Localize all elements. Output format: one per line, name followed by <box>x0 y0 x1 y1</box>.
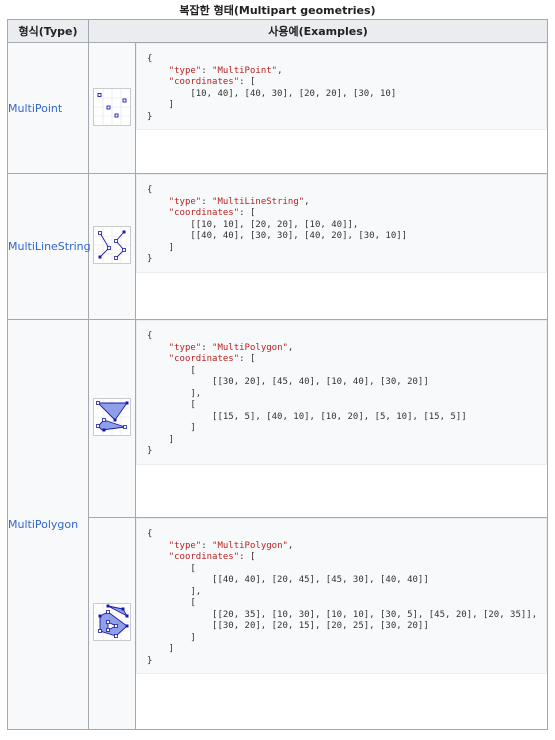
icon-cell <box>88 319 136 518</box>
multipolygon-icon[interactable] <box>93 398 131 436</box>
table-row: MultiPolygon <box>7 319 548 730</box>
code-block: { "type": "MultiPolygon", "coordinates":… <box>136 518 547 674</box>
type-link[interactable]: MultiLineString <box>8 240 91 253</box>
type-cell: MultiPoint <box>7 42 89 174</box>
code-block: { "type": "MultiPolygon", "coordinates":… <box>136 320 547 465</box>
type-link[interactable]: MultiPolygon <box>8 518 79 531</box>
table-row: { "type": "MultiPolygon", "coordinates":… <box>8 517 548 730</box>
code-cell: { "type": "MultiPolygon", "coordinates":… <box>135 319 548 518</box>
examples-column-header: 사용예(Examples) <box>88 19 548 43</box>
type-link[interactable]: MultiPoint <box>8 101 63 115</box>
icon-cell <box>88 517 136 730</box>
code-block: { "type": "MultiLineString", "coordinate… <box>136 174 547 273</box>
code-cell: { "type": "MultiLineString", "coordinate… <box>135 173 548 320</box>
multipolygon-with-hole-icon[interactable] <box>93 603 131 641</box>
table-caption: 복잡한 형태(Multipart geometries) <box>179 4 376 17</box>
type-cell: MultiPolygon <box>7 319 89 730</box>
table-row: MultiPoint <box>7 42 548 174</box>
type-cell: MultiLineString <box>7 173 91 320</box>
code-cell: { "type": "MultiPoint", "coordinates": [… <box>135 42 548 174</box>
code-block: { "type": "MultiPoint", "coordinates": [… <box>136 43 547 130</box>
table-row: MultiLineString <box>7 173 548 320</box>
geometry-table: 형식(Type) 사용예(Examples) MultiPoint <box>7 19 548 730</box>
code-cell: { "type": "MultiPolygon", "coordinates":… <box>135 517 548 730</box>
multipoint-icon[interactable] <box>93 87 131 126</box>
multilinestring-icon[interactable] <box>93 226 131 264</box>
icon-cell <box>88 173 136 320</box>
icon-cell <box>88 42 136 174</box>
type-column-header: 형식(Type) <box>7 19 89 43</box>
